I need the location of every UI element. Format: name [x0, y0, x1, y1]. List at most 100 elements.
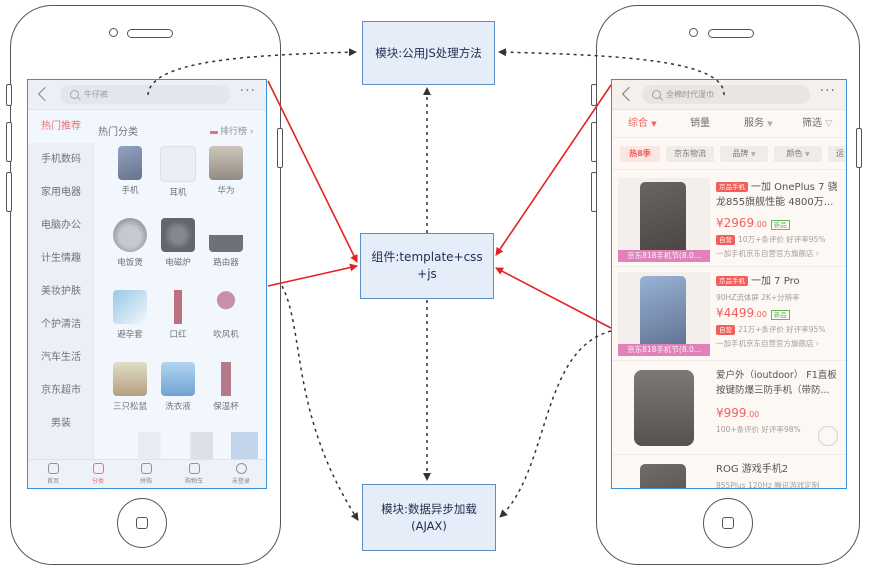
product-item[interactable]: ROG 游戏手机2 855Plus 120Hz 腾讯游戏定制 — [612, 454, 846, 489]
funnel-icon: ▽ — [825, 119, 833, 129]
product-shop: 一加手机京东自营官方旗舰店 › — [716, 249, 819, 258]
more-dots-icon[interactable]: ··· — [819, 83, 836, 99]
tab-group-buy[interactable]: 拼购 — [126, 463, 166, 485]
product-image — [618, 460, 710, 488]
grid-item-earphone[interactable]: 耳机 — [152, 146, 204, 198]
new-tag: 新品 — [770, 220, 790, 230]
grid-view-icon[interactable] — [818, 426, 838, 446]
chip-brand[interactable]: 品牌 ▼ — [720, 146, 768, 162]
grid-item-three-squirrels[interactable]: 三只松鼠 — [104, 362, 156, 412]
product-subtitle: 90HZ流体屏 2K+分辨率 — [716, 293, 800, 302]
search-input[interactable]: 牛仔裤 — [60, 85, 230, 104]
right-phone-side-button — [856, 128, 862, 168]
sidebar-item-menswear[interactable]: 男装 — [51, 418, 71, 429]
sidebar-item-appliance[interactable]: 家用电器 — [41, 187, 81, 198]
right-phone-speaker — [708, 29, 754, 38]
component-label-line2: +js — [417, 267, 437, 281]
user-icon — [235, 463, 247, 474]
arrow-right-to-common-js — [498, 48, 725, 96]
filter-label: 筛选 — [802, 118, 822, 129]
tab-label: 购物车 — [184, 478, 203, 485]
price-cents: .00 — [746, 410, 760, 419]
shop-text: 一加手机京东自营官方旗舰店 — [716, 249, 814, 258]
price-main: ¥2969 — [716, 216, 755, 230]
grid-item-label: 避孕套 — [117, 330, 143, 340]
three-squirrels-product-icon — [113, 362, 147, 396]
thermos-product-icon — [209, 362, 243, 396]
chip-color[interactable]: 颜色 ▼ — [774, 146, 822, 162]
product-price: ¥4499.00 新品 — [716, 306, 790, 320]
product-item[interactable]: 京东818手机节(8.0... 京品手机一加 OnePlus 7 骁龙855旗舰… — [612, 172, 846, 267]
sidebar-item-hot[interactable]: 热门推荐 — [28, 110, 94, 143]
ranking-link[interactable]: 排行榜 › — [210, 123, 253, 137]
search-placeholder: 牛仔裤 — [84, 90, 108, 99]
product-item[interactable]: 京东818手机节(8.0... 京品手机一加 7 Pro 90HZ流体屏 2K+… — [612, 266, 846, 361]
left-phone-camera — [109, 28, 118, 37]
common-js-label: 模块:公用JS处理方法 — [375, 45, 482, 60]
grid-item-huawei[interactable]: 华为 — [200, 146, 252, 196]
tab-home[interactable]: 首页 — [33, 463, 73, 485]
chip-jd-logistics[interactable]: 京东物流 — [666, 146, 714, 162]
right-phone-side-button — [591, 172, 597, 212]
filter-comprehensive[interactable]: 综合 ▼ — [628, 110, 657, 138]
product-subtitle: 855Plus 120Hz 腾讯游戏定制 — [716, 481, 820, 489]
chip-shipping[interactable]: 运 — [828, 146, 846, 162]
product-badge: 京品手机 — [716, 276, 748, 286]
more-dots-icon[interactable]: ··· — [239, 83, 256, 99]
filter-screen[interactable]: 筛选 ▽ — [802, 110, 832, 138]
grid-item-label: 华为 — [217, 186, 235, 196]
sidebar-item-beauty[interactable]: 美妆护肤 — [41, 286, 81, 297]
product-title-text: ROG 游戏手机2 — [716, 464, 789, 475]
ranking-chart-icon — [210, 123, 218, 134]
grid-item-detergent[interactable]: 洗衣液 — [152, 362, 204, 412]
left-phone-home-button[interactable] — [117, 498, 167, 548]
home-square-icon — [136, 517, 148, 529]
ajax-module-box: 模块:数据异步加载 (AJAX) — [362, 484, 496, 551]
sidebar-item-supermarket[interactable]: 京东超市 — [41, 385, 81, 396]
component-box: 组件:template+css +js — [360, 233, 494, 299]
search-input[interactable]: 全棉时代湿巾 — [642, 85, 810, 104]
product-item[interactable]: 爱户外（ioutdoor） F1直板按键防爆三防手机（带防... ¥999.00… — [612, 360, 846, 455]
filter-sales[interactable]: 销量 — [690, 118, 710, 129]
cart-icon — [188, 463, 200, 474]
product-image: 京东818手机节(8.0... — [618, 272, 710, 356]
grid-item-phone[interactable]: 手机 — [104, 146, 156, 196]
tab-account[interactable]: 未登录 — [221, 463, 261, 485]
arrow-right-body-to-component — [495, 267, 612, 329]
chip-hot-season[interactable]: 热8季 — [620, 146, 660, 162]
grid-item-lipstick[interactable]: 口红 — [152, 290, 204, 340]
right-phone-side-button — [591, 84, 597, 106]
detergent-product-icon — [161, 362, 195, 396]
right-phone-home-button[interactable] — [703, 498, 753, 548]
sidebar-item-family[interactable]: 计生情趣 — [41, 253, 81, 264]
tab-cart[interactable]: 购物车 — [174, 463, 214, 485]
grid-item-thermos[interactable]: 保温杯 — [200, 362, 252, 412]
search-icon — [70, 90, 79, 99]
grid-item-rice-cooker[interactable]: 电饭煲 — [104, 218, 156, 268]
grid-item-router[interactable]: 路由器 — [200, 218, 252, 268]
filter-service[interactable]: 服务 ▼ — [744, 110, 773, 138]
chip-label: 品牌 — [732, 149, 749, 158]
grid-item-condom[interactable]: 避孕套 — [104, 290, 156, 340]
sidebar-item-computer[interactable]: 电脑办公 — [41, 220, 81, 231]
arrow-left-to-ajax — [281, 285, 359, 521]
tab-label: 分类 — [91, 478, 104, 485]
tab-category[interactable]: 分类 — [78, 463, 118, 485]
grid-item-hairdryer[interactable]: 吹风机 — [200, 290, 252, 340]
grid-item-label: 洗衣液 — [165, 402, 191, 412]
price-main: ¥4499 — [716, 306, 755, 320]
phone-product-icon — [118, 146, 142, 180]
sidebar-item-personal-care[interactable]: 个护清洁 — [41, 319, 81, 330]
arrow-right-to-ajax — [499, 330, 612, 518]
group-buy-icon — [140, 463, 152, 474]
chip-label: 颜色 — [786, 149, 803, 158]
caret-down-icon: ▼ — [651, 120, 657, 128]
grid-item-label: 保温杯 — [213, 402, 239, 412]
ranking-label: 排行榜 — [220, 127, 248, 137]
sidebar-item-digital[interactable]: 手机数码 — [41, 154, 81, 165]
sidebar-item-car[interactable]: 汽车生活 — [41, 352, 81, 363]
product-image: 京东818手机节(8.0... — [618, 178, 710, 262]
promo-banner: 京东818手机节(8.0... — [618, 250, 710, 262]
arrow-left-to-common-js — [147, 48, 357, 96]
grid-item-induction-cooker[interactable]: 电磁炉 — [152, 218, 204, 268]
